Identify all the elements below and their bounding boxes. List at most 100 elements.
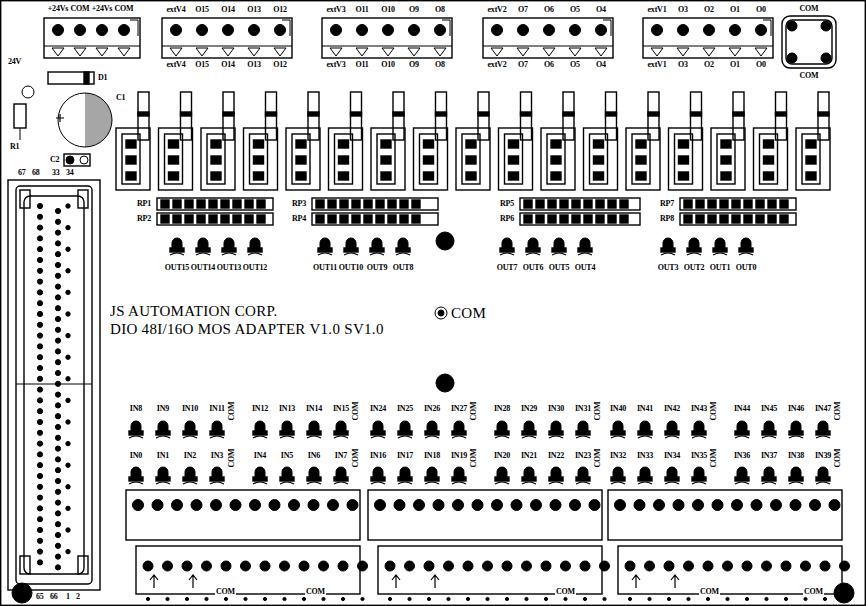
- pcb-graphic: [377, 134, 395, 184]
- mos-relay: [754, 128, 788, 190]
- pcb-graphic: [253, 482, 267, 484]
- pin-number: 68: [32, 169, 40, 177]
- pcb-graphic: [764, 156, 774, 164]
- led-symbol: [578, 248, 592, 252]
- connector-pin: [55, 295, 60, 300]
- pin-dot: [283, 597, 286, 600]
- scsi-connector: [16, 186, 92, 584]
- component-label: RP3: [292, 200, 306, 208]
- pin-dot: [706, 597, 709, 600]
- led-symbol: [613, 467, 623, 477]
- pad: [22, 86, 34, 98]
- pcb-graphic: [185, 215, 193, 223]
- terminal-label: extV2: [488, 61, 507, 69]
- terminal-screw: [289, 500, 300, 511]
- pcb-graphic: [789, 482, 803, 484]
- connector-pin: [66, 528, 70, 532]
- led-symbol: [576, 431, 590, 435]
- connector-pin: [37, 430, 42, 435]
- led-symbol: [172, 238, 182, 248]
- pin-dot: [564, 597, 567, 600]
- terminal-screw: [383, 25, 394, 36]
- pin-dot: [146, 597, 149, 600]
- pcb-graphic: [316, 215, 324, 223]
- pcb-graphic: [245, 215, 253, 223]
- pcb-graphic: [720, 200, 728, 208]
- led-symbol: [816, 431, 830, 435]
- pin-dot: [648, 597, 651, 600]
- pin-dot: [224, 597, 227, 600]
- pcb-graphic: [522, 482, 536, 484]
- led-label: IN38: [788, 452, 804, 460]
- pcb-graphic: [376, 200, 384, 208]
- terminal-label: extV3: [327, 61, 346, 69]
- pcb-graphic: [452, 436, 466, 438]
- led-symbol: [692, 431, 706, 435]
- pcb-graphic: [572, 200, 580, 208]
- pin-dot: [505, 597, 508, 600]
- terminal-screw: [483, 561, 493, 571]
- pcb-graphic: [129, 482, 143, 484]
- led-symbol: [280, 431, 294, 435]
- led-symbol: [334, 431, 348, 435]
- pin-dot: [525, 597, 528, 600]
- terminal-screw: [522, 561, 532, 571]
- terminal-screw: [472, 500, 483, 511]
- pcb-graphic: [339, 172, 349, 180]
- led-symbol: [253, 477, 267, 481]
- pcb-graphic: [717, 134, 735, 184]
- pin-dot: [843, 597, 846, 600]
- terminal-screw: [664, 561, 674, 571]
- led-symbol: [346, 238, 356, 248]
- terminal-screw: [518, 25, 529, 36]
- diode-band: [84, 72, 89, 84]
- led-label: IN35: [691, 452, 707, 460]
- pcb-graphic: [210, 482, 224, 484]
- pcb-graphic: [328, 215, 336, 223]
- component-label: RP8: [660, 215, 674, 223]
- test-point-label: COM: [451, 306, 486, 321]
- pcb-graphic: [679, 172, 689, 180]
- connector-pin: [55, 241, 60, 246]
- terminal-label: O0: [756, 6, 766, 14]
- pcb-graphic: [713, 253, 727, 255]
- pcb-graphic: [524, 215, 532, 223]
- terminal-screw: [331, 25, 342, 36]
- terminal-label: O8: [435, 61, 445, 69]
- connector-pin: [55, 327, 60, 332]
- led-symbol: [372, 238, 382, 248]
- connector-pin: [55, 511, 60, 516]
- pcb-graphic: [806, 156, 816, 164]
- pcb-graphic: [560, 200, 568, 208]
- terminal-screw: [678, 25, 689, 36]
- mos-relay: [414, 128, 448, 190]
- connector-pin: [55, 543, 60, 548]
- terminal-label: O2: [704, 61, 714, 69]
- connector-pin: [66, 312, 70, 316]
- terminal-arrow: [569, 48, 581, 56]
- led-symbol: [129, 431, 143, 435]
- pcb-graphic: [638, 482, 652, 484]
- resistor-pack: [680, 198, 796, 210]
- connector-pin: [55, 252, 60, 257]
- terminal-screw: [275, 25, 286, 36]
- terminal-screw: [561, 561, 571, 571]
- connector-pin: [55, 306, 60, 311]
- terminal-screw: [730, 25, 741, 36]
- diode-symbol: [478, 92, 489, 140]
- led-symbol: [156, 431, 170, 435]
- terminal-label: O7: [518, 61, 528, 69]
- terminal-screw: [221, 561, 231, 571]
- terminal-label: COM: [71, 5, 90, 13]
- resistor-pack: [157, 198, 273, 210]
- led-symbol: [739, 248, 753, 252]
- pcb-graphic: [521, 112, 532, 116]
- component-label: RP1: [137, 200, 151, 208]
- connector-pin: [37, 268, 42, 273]
- pcb-graphic: [16, 384, 92, 385]
- pin-number: 1: [66, 593, 70, 601]
- connector-pin: [66, 333, 70, 337]
- terminal-screw: [119, 25, 130, 36]
- terminal-arrow: [755, 48, 767, 56]
- terminal-screw: [394, 500, 405, 511]
